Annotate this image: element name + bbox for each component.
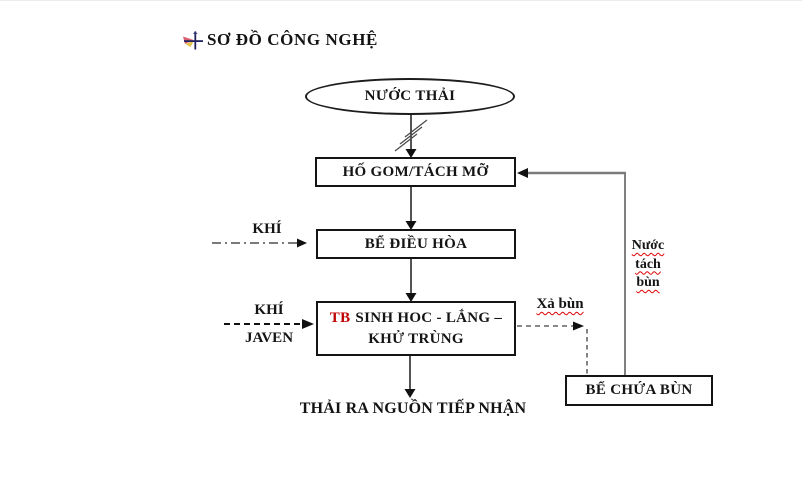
label-air-to-equalization: KHÍ	[252, 221, 282, 237]
label-air-to-bio: KHÍ	[254, 302, 284, 318]
box-equalization-tank: BỂ ĐIỀU HÒA	[316, 229, 516, 259]
label-javen: JAVEN	[244, 330, 294, 346]
box-sludge-tank: BỂ CHỨA BÙN	[565, 375, 713, 406]
box-bio-line2: KHỬ TRÙNG	[368, 330, 464, 347]
box-sludge-label: BỂ CHỨA BÙN	[585, 382, 693, 398]
label-sludge-separated-water: Nước tách bùn	[626, 237, 670, 293]
label-discharge-to-receiving-source: THẢI RA NGUỒN TIẾP NHẬN	[299, 400, 527, 417]
box-bio-prefix: TB	[329, 309, 351, 326]
sparkle-bullet-icon	[183, 31, 203, 50]
page-title: SƠ ĐỒ CÔNG NGHỆ	[207, 30, 378, 49]
label-sludge-discharge: Xả bùn	[528, 296, 592, 313]
box-bio-line1-text: SINH HOC - LẮNG –	[355, 309, 503, 326]
node-wastewater-source: NƯỚC THẢI	[305, 78, 515, 115]
node-wastewater-label: NƯỚC THẢI	[364, 88, 456, 104]
box-collection-label: HỐ GOM/TÁCH MỠ	[342, 163, 489, 180]
label-sludge-discharge-text: Xả bùn	[536, 296, 584, 312]
box-collection-grease-separation: HỐ GOM/TÁCH MỠ	[315, 157, 516, 187]
bar-screen-hatch	[394, 119, 428, 152]
label-sludge-separated-water-text: Nước tách bùn	[631, 238, 665, 290]
box-equalization-label: BỂ ĐIỀU HÒA	[364, 235, 468, 252]
